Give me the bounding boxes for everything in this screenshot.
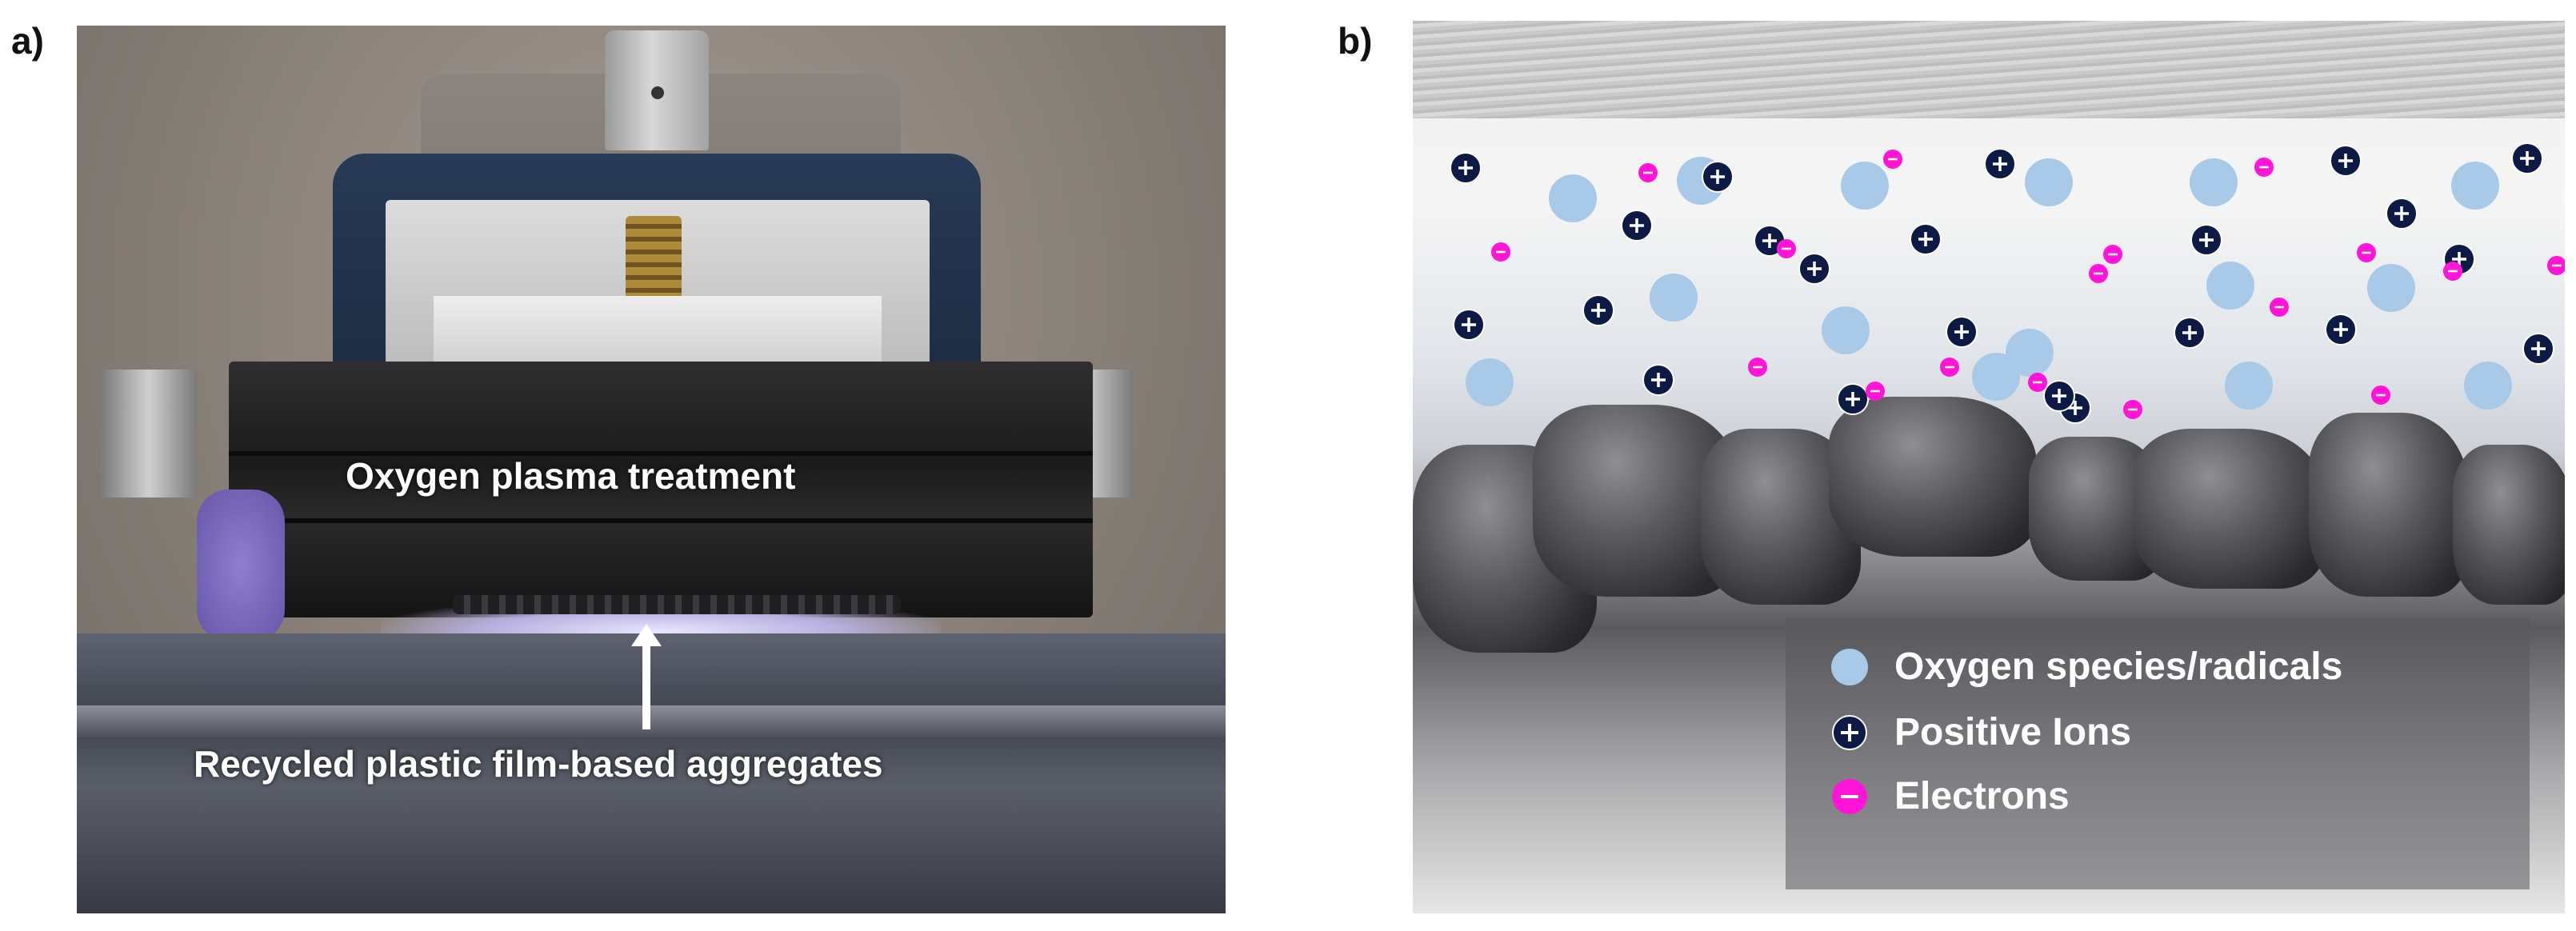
oxygen-species-icon <box>2206 262 2254 310</box>
top-knob <box>605 30 709 150</box>
minus-electron-icon <box>1830 777 1869 816</box>
tray-edge <box>77 705 1226 737</box>
oxygen-species-icon <box>1650 274 1698 322</box>
panel-a-tag: a) <box>11 20 44 62</box>
oxygen-species-icon <box>2451 162 2499 210</box>
species-diagram <box>1450 142 2565 424</box>
plasma-schematic: Oxygen species/radicals Positive Ions El… <box>1413 21 2565 913</box>
plasma-treatment-label: Oxygen plasma treatment <box>346 455 796 497</box>
left-connector <box>101 370 197 497</box>
legend: Oxygen species/radicals Positive Ions El… <box>1786 617 2530 889</box>
legend-item-ions: Positive Ions <box>1830 710 2131 754</box>
aggregate-particle <box>2453 445 2565 605</box>
up-arrow-icon <box>631 624 662 729</box>
legend-item-electrons: Electrons <box>1830 774 2070 818</box>
legend-label: Positive Ions <box>1894 711 2132 753</box>
chamber-groove <box>229 518 1093 523</box>
sample-tray <box>77 633 1226 913</box>
oxygen-species-icon <box>2367 264 2415 312</box>
panel-b-tag: b) <box>1338 20 1373 62</box>
brass-screw <box>626 216 682 304</box>
aggregate-particle <box>1829 397 2037 557</box>
oxygen-species-icon <box>2190 158 2238 206</box>
legend-label: Electrons <box>1894 775 2070 817</box>
plus-ion-icon <box>1830 713 1869 752</box>
oxygen-species-icon <box>2464 362 2512 410</box>
plasma-chamber-photo: Oxygen plasma treatment Recycled plastic… <box>77 26 1226 913</box>
oxygen-species-icon <box>1822 306 1870 354</box>
chamber-groove <box>229 451 1093 456</box>
aggregates-label: Recycled plastic film-based aggregates <box>194 743 883 785</box>
glove <box>197 489 285 641</box>
frame-window <box>386 200 930 384</box>
electrode-surface <box>1413 21 2565 118</box>
oxygen-species-icon <box>1972 353 2020 401</box>
oxygen-species-icon <box>1549 174 1597 222</box>
oxygen-species-icon <box>2025 158 2073 206</box>
oxygen-species-icon <box>2006 329 2054 377</box>
legend-item-oxygen: Oxygen species/radicals <box>1830 645 2342 689</box>
plasma-chamber <box>229 362 1093 617</box>
legend-label: Oxygen species/radicals <box>1894 645 2343 688</box>
aggregate-particle <box>2133 429 2325 589</box>
knob-hole <box>651 86 664 99</box>
oxygen-species-icon <box>1466 358 1514 406</box>
oxygen-species-icon <box>1841 162 1889 210</box>
oxygen-species-icon <box>1830 648 1869 686</box>
sem-aggregate-particles <box>1413 397 2565 733</box>
aggregate-particle <box>2309 413 2469 597</box>
aggregate-sample <box>453 595 901 614</box>
oxygen-species-icon <box>2225 362 2273 410</box>
